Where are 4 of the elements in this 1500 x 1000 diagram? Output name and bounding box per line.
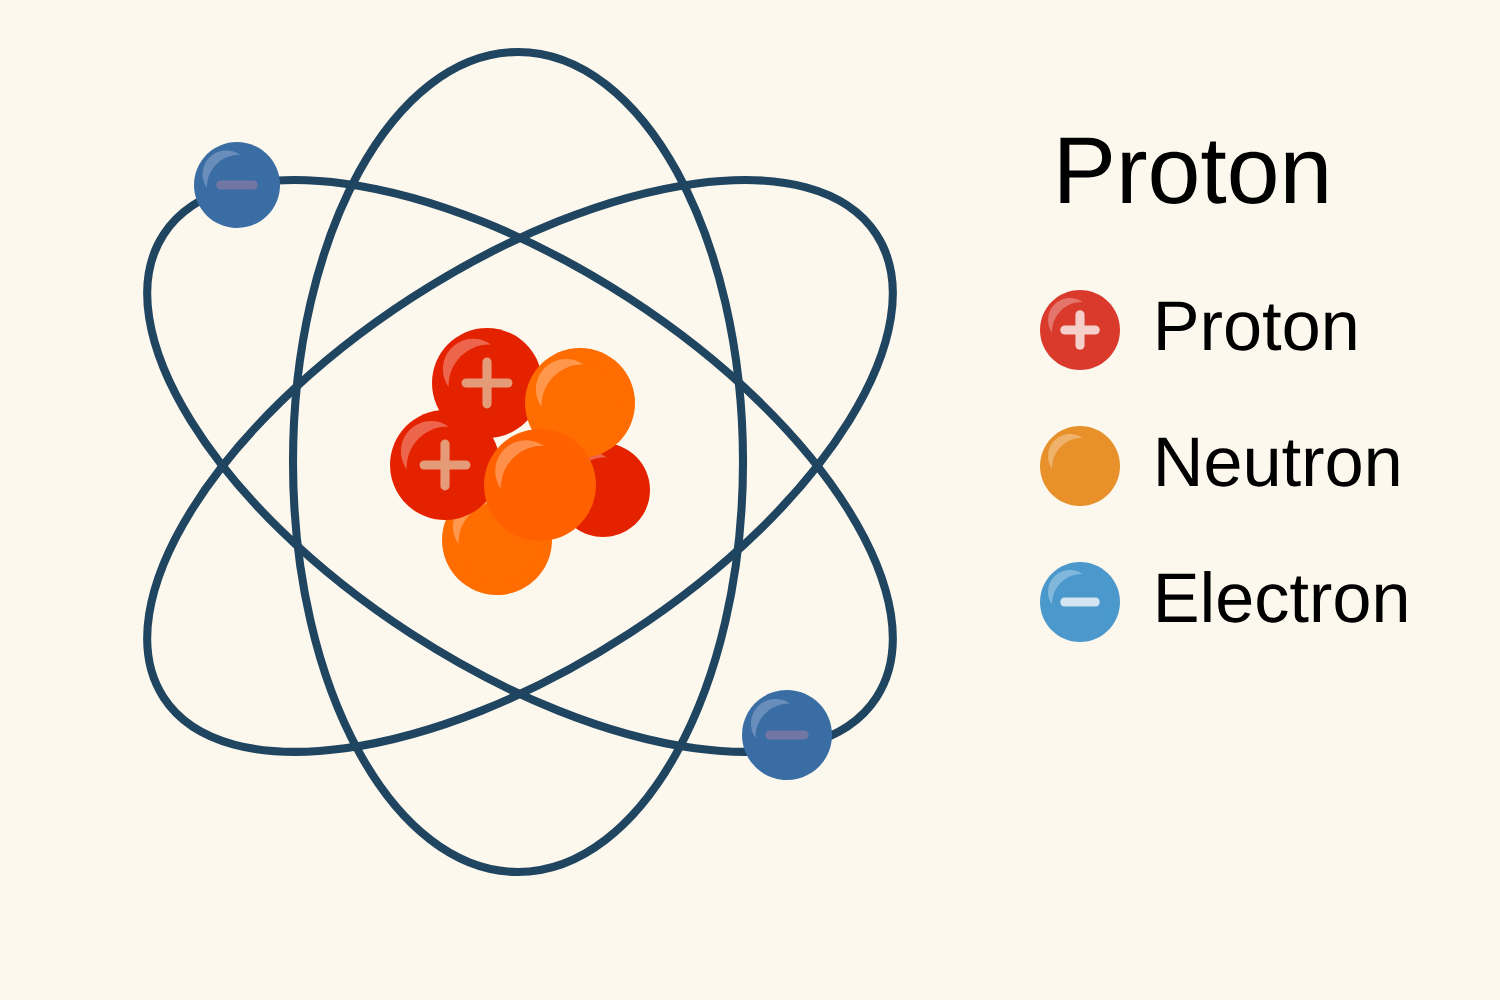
legend-label: Neutron [1158,437,1399,487]
title: Proton [1060,137,1327,204]
legend-label: Proton [1158,301,1356,351]
legend-label: Electron [1158,571,1406,623]
